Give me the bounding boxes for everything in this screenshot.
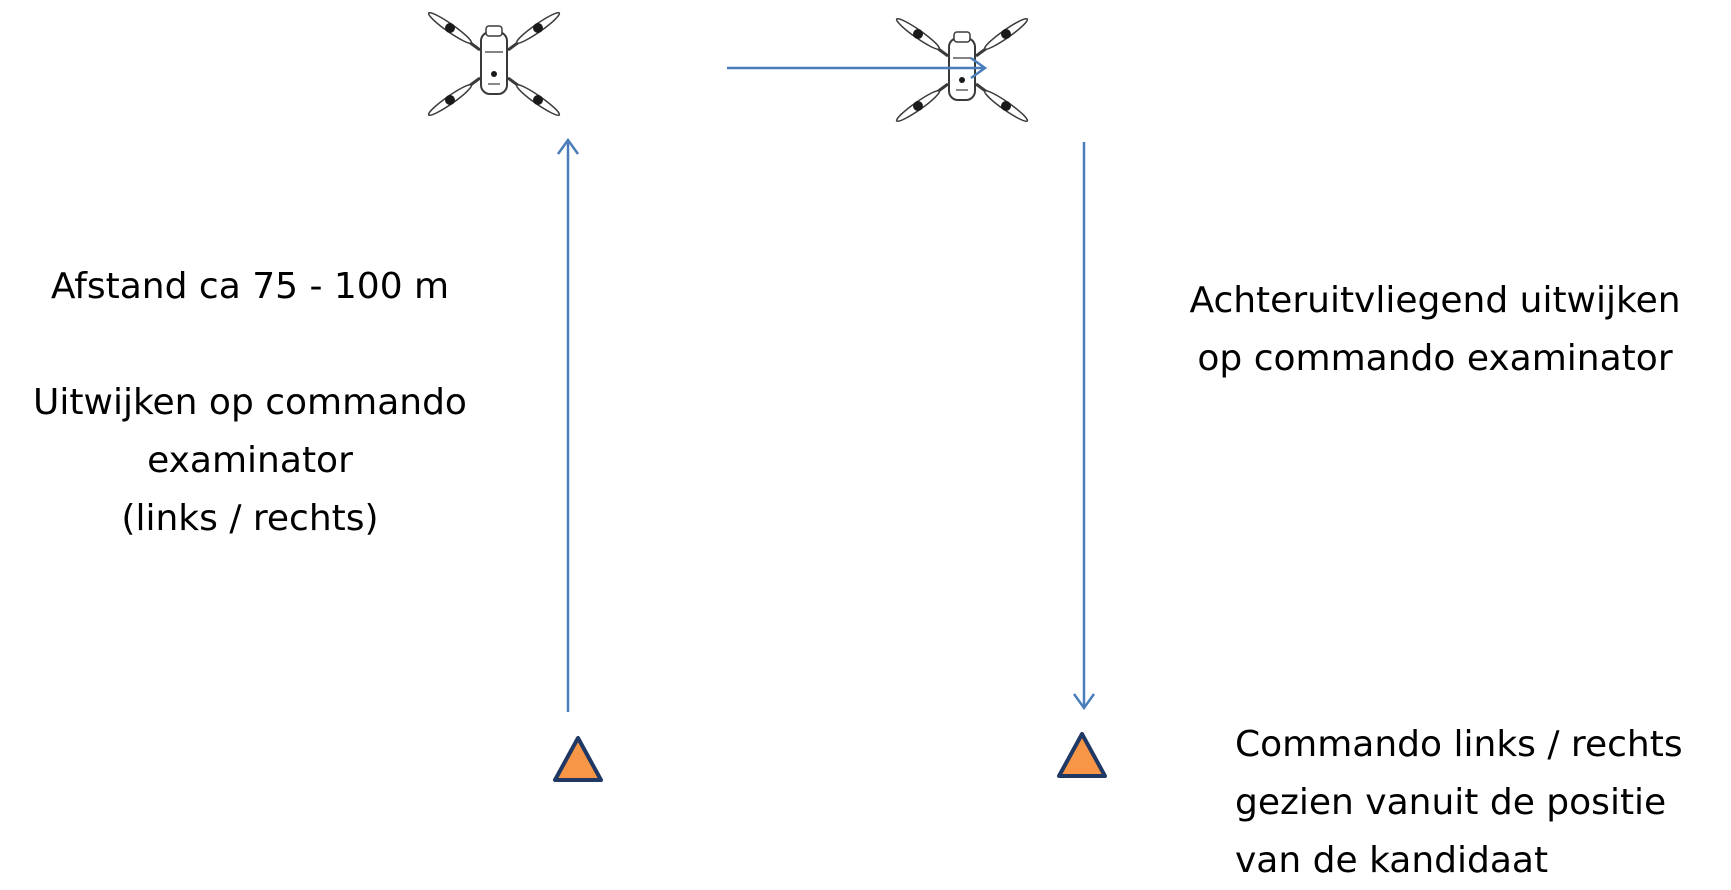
triangle-marker-icon (1057, 732, 1107, 778)
evade-label-line1: Uitwijken op commando (33, 382, 467, 423)
backward-label-line1: Achteruitvliegend uitwijken (1189, 280, 1681, 321)
arrow-up-left (556, 137, 580, 712)
command-label-line2: gezien vanuit de positie (1235, 782, 1667, 823)
arrow-down-right (1072, 142, 1096, 711)
right-label-group: Achteruitvliegend uitwijken op commando … (1140, 272, 1730, 388)
drone-top-view-icon (424, 8, 564, 120)
maneuver-diagram (424, 8, 1107, 782)
backward-label-line2: op commando examinator (1197, 338, 1673, 379)
evade-label-line3: (links / rechts) (121, 498, 379, 539)
triangle-marker-icon (553, 736, 603, 782)
command-label-line1: Commando links / rechts (1235, 724, 1683, 765)
left-label-group: Afstand ca 75 - 100 m Uitwijken op comma… (0, 258, 500, 548)
drone-top-view-icon (892, 14, 1032, 126)
distance-label: Afstand ca 75 - 100 m (50, 266, 450, 307)
bottom-label-group: Commando links / rechts gezien vanuit de… (1235, 716, 1725, 890)
arrow-right-top (727, 56, 988, 80)
evade-label-line2: examinator (147, 440, 353, 481)
command-label-line3: van de kandidaat (1235, 840, 1549, 881)
